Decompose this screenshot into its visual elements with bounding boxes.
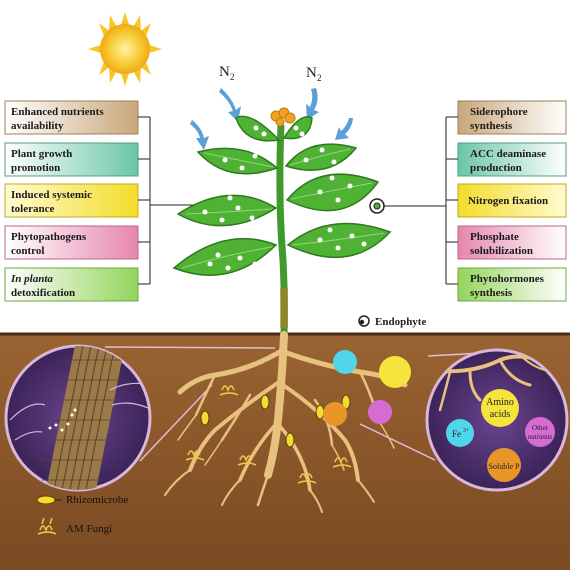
svg-text:2: 2 — [317, 73, 322, 83]
fe-bubble — [446, 419, 474, 447]
endophyte-legend: Endophyte — [358, 315, 426, 328]
leaf-upper-right — [284, 143, 358, 172]
svg-text:Induced systemic: Induced systemic — [11, 189, 92, 201]
n2-label-left: N 2 — [219, 64, 235, 82]
left-box-0: Enhanced nutrients availability — [4, 100, 139, 135]
other-nutrients-bubble — [525, 417, 555, 447]
svg-text:N: N — [219, 64, 230, 80]
blob-magenta — [368, 400, 392, 424]
svg-text:promotion: promotion — [11, 162, 60, 174]
blob-orange — [323, 402, 347, 426]
plant — [172, 107, 392, 336]
colonizing-bacteria — [48, 408, 77, 432]
n2-label-right: N 2 — [306, 65, 322, 83]
blob-yellow — [379, 356, 411, 388]
svg-text:ACC deaminase: ACC deaminase — [470, 148, 546, 160]
soil-legend: Rhizomicrobe AM Fungi — [36, 494, 128, 535]
am-fungi-icon — [37, 517, 57, 535]
svg-text:In planta: In planta — [10, 273, 53, 285]
right-box-0: Siderophore synthesis — [457, 100, 567, 135]
svg-text:control: control — [11, 245, 44, 257]
left-box-3: Phytopathogens control — [4, 225, 139, 260]
right-box-3: Phosphate solubilization — [457, 225, 567, 260]
right-connectors — [383, 116, 458, 285]
stem-endophyte-zone — [280, 288, 288, 328]
left-zoom-circle — [4, 344, 152, 492]
svg-text:detoxification: detoxification — [11, 287, 75, 299]
n2-arrow-3 — [190, 120, 209, 150]
fe-label: Fe — [452, 429, 461, 439]
n2-arrow-1 — [219, 88, 241, 122]
svg-text:tolerance: tolerance — [11, 203, 54, 215]
rhizomicrobe-legend-label: Rhizomicrobe — [66, 494, 128, 506]
svg-text:solubilization: solubilization — [470, 245, 533, 257]
left-box-4: In planta detoxification — [4, 267, 139, 302]
right-box-4: Phytohormones synthesis — [457, 267, 567, 302]
svg-text:availability: availability — [11, 120, 64, 132]
svg-text:2: 2 — [230, 72, 235, 82]
svg-text:N: N — [306, 65, 317, 81]
leaf-mid-right — [285, 173, 380, 212]
blob-cyan — [333, 350, 357, 374]
svg-text:Phytohormones: Phytohormones — [470, 273, 545, 285]
n2-arrow-4 — [335, 118, 353, 140]
root-nutrient-blobs — [323, 350, 411, 426]
left-box-2: Induced systemic tolerance — [4, 183, 139, 218]
other-label: Other — [532, 424, 549, 432]
svg-text:synthesis: synthesis — [470, 120, 513, 132]
svg-text:Plant growth: Plant growth — [11, 148, 72, 160]
leaf-endophyte-marker — [369, 198, 385, 214]
sun-icon — [88, 12, 162, 86]
left-box-1: Plant growth promotion — [4, 142, 139, 177]
leaf-lower-right — [286, 222, 392, 258]
n2-arrows — [190, 88, 353, 150]
svg-text:synthesis: synthesis — [470, 287, 513, 299]
svg-text:Endophyte: Endophyte — [375, 316, 426, 328]
soluble-p-bubble — [487, 448, 521, 482]
amino-acids-bubble — [481, 389, 519, 427]
flower-buds — [270, 107, 296, 127]
svg-text:production: production — [470, 162, 522, 174]
acids-label: acids — [490, 409, 511, 420]
svg-text:Nitrogen fixation: Nitrogen fixation — [468, 195, 548, 207]
right-box-2: Nitrogen fixation — [457, 183, 567, 218]
fe-charge-label: 3+ — [463, 428, 470, 434]
svg-text:Phytopathogens: Phytopathogens — [11, 231, 87, 243]
right-zoom-circle: Amino acids Fe 3+ Other nutrients Solubl… — [425, 348, 569, 492]
am-fungi-legend-label: AM Fungi — [66, 523, 112, 535]
root-am-fungi — [185, 385, 352, 484]
amino-label: Amino — [486, 397, 514, 408]
right-box-1: ACC deaminase production — [457, 142, 567, 177]
svg-text:Siderophore: Siderophore — [470, 106, 528, 118]
svg-text:Phosphate: Phosphate — [470, 231, 519, 243]
rhizomicrobe-icon — [36, 495, 56, 505]
svg-text:Enhanced nutrients: Enhanced nutrients — [11, 106, 104, 118]
n2-arrow-2 — [306, 88, 319, 120]
soluble-p-label: Soluble P — [489, 462, 520, 471]
nutrients-label: nutrients — [528, 433, 553, 441]
